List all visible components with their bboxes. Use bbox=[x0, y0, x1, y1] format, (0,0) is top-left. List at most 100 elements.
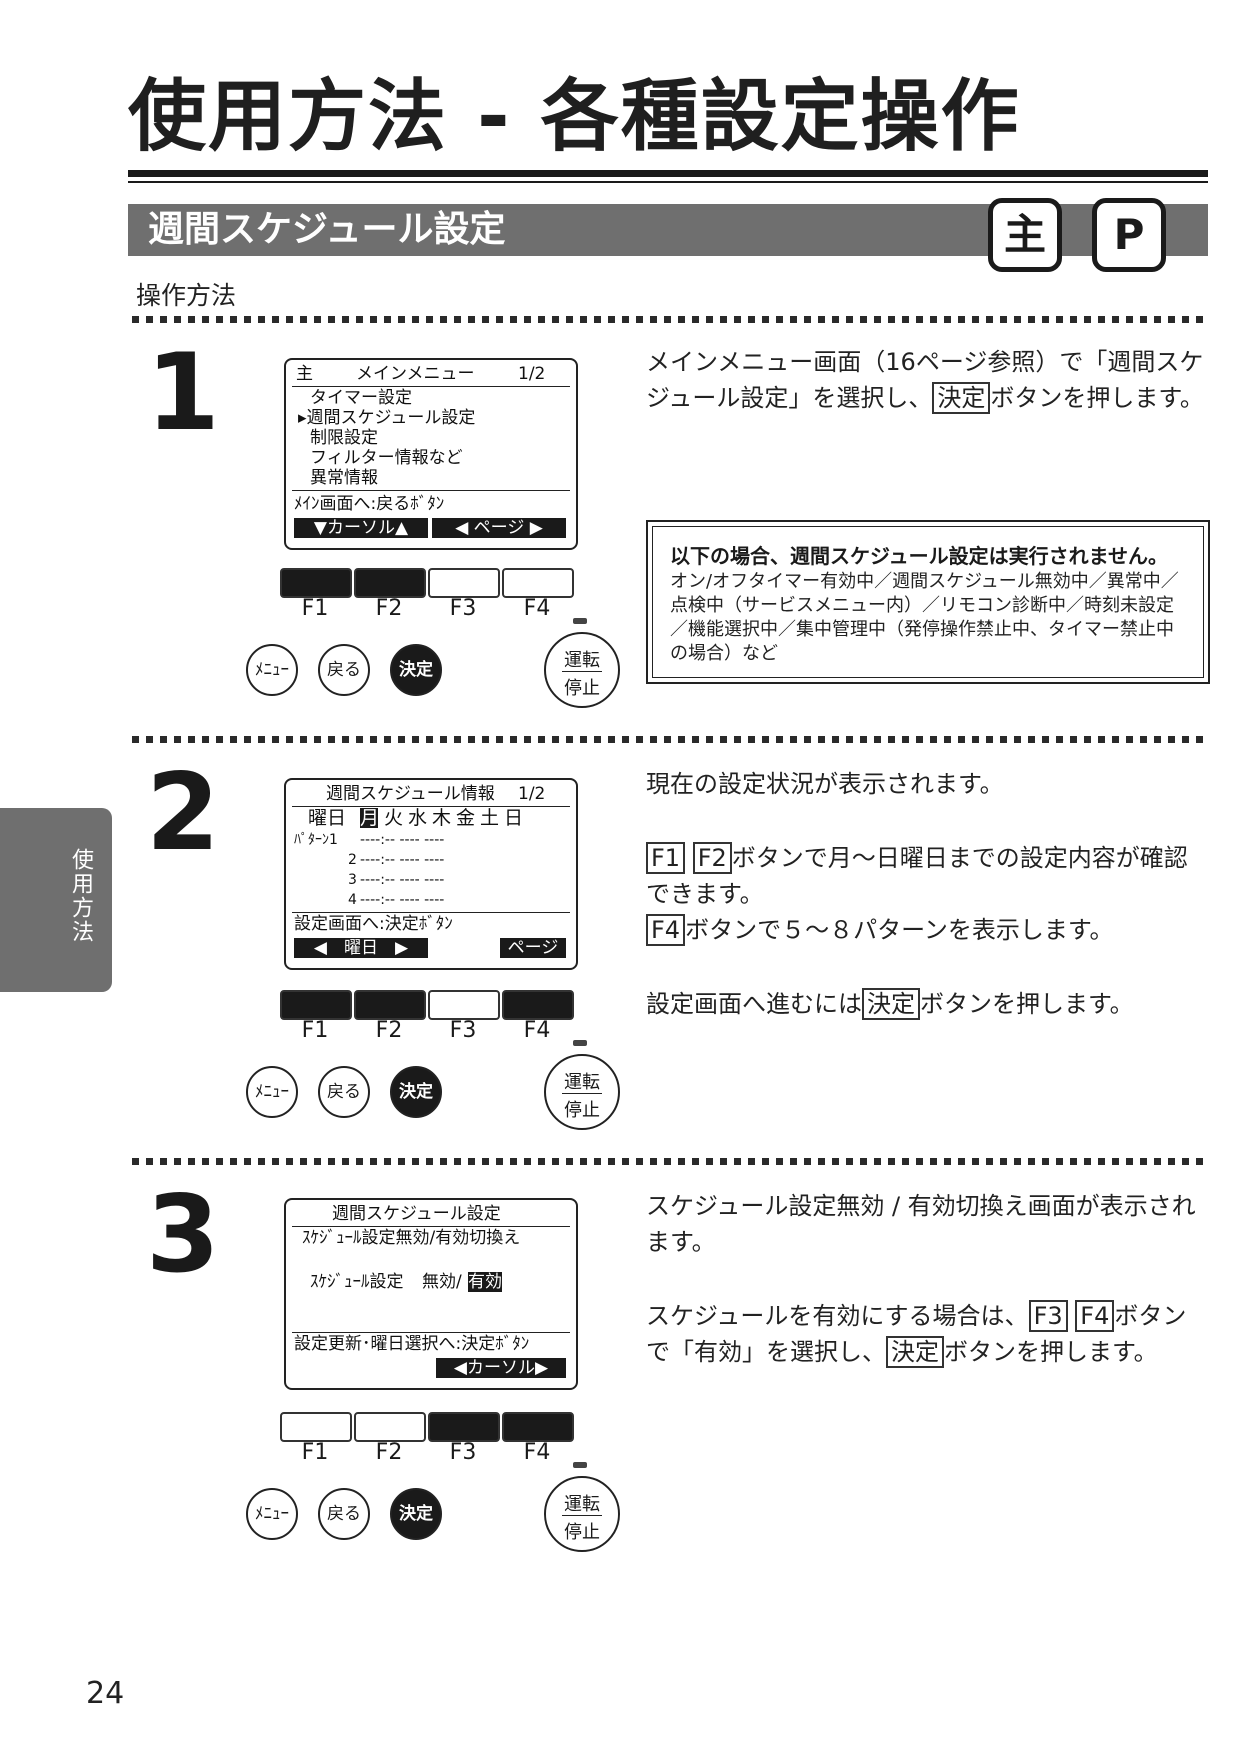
main-remote-badge: 主 bbox=[988, 198, 1062, 272]
menu-button[interactable]: ﾒﾆｭｰ bbox=[246, 1066, 298, 1118]
lcd-title: 週間スケジュール設定 bbox=[332, 1204, 501, 1224]
stop-label: 停止 bbox=[564, 1100, 600, 1121]
f4-key[interactable] bbox=[502, 568, 574, 598]
note-body: オン/オフタイマー有効中／週間スケジュール無効中／異常中／点検中（サービスメニュ… bbox=[670, 571, 1179, 664]
enter-key-ref: 決定 bbox=[932, 382, 991, 414]
f3-label: F3 bbox=[449, 1440, 477, 1465]
lcd-divider bbox=[292, 1332, 570, 1333]
lcd-menu-item: 異常情報 bbox=[310, 468, 378, 488]
lcd-pattern-label: 3 bbox=[348, 872, 357, 888]
back-button[interactable]: 戻る bbox=[318, 1488, 370, 1540]
title-rule bbox=[128, 170, 1208, 177]
f1-key-ref: F1 bbox=[646, 842, 686, 874]
f2-key[interactable] bbox=[354, 1412, 426, 1442]
menu-button[interactable]: ﾒﾆｭｰ bbox=[246, 644, 298, 696]
stop-label: 停止 bbox=[564, 678, 600, 699]
enter-button[interactable]: 決定 bbox=[390, 1066, 442, 1118]
lcd-day-label: 曜日 bbox=[308, 807, 347, 829]
lcd-page: 1/2 bbox=[518, 784, 546, 804]
note-box: 以下の場合、週間スケジュール設定は実行されません。 オン/オフタイマー有効中／週… bbox=[646, 520, 1210, 684]
lcd-hint: 設定更新･曜日選択へ:決定ﾎﾞﾀﾝ bbox=[294, 1334, 530, 1354]
lcd-divider bbox=[292, 490, 570, 491]
menu-button[interactable]: ﾒﾆｭｰ bbox=[246, 1488, 298, 1540]
f2-label: F2 bbox=[375, 1018, 403, 1043]
lcd-cursor-bar: ▼カーソル▲ bbox=[294, 518, 428, 538]
f2-label: F2 bbox=[375, 1440, 403, 1465]
f4-label: F4 bbox=[523, 596, 551, 621]
enter-key-ref: 決定 bbox=[862, 988, 920, 1020]
lcd-screen-weekly-info: 週間スケジュール情報 1/2 曜日 月 火 水 木 金 土 日 ﾊﾟﾀｰﾝ1 -… bbox=[284, 778, 578, 970]
lcd-pattern-label: 2 bbox=[348, 852, 357, 868]
lcd-subtitle: ｽｹｼﾞｭｰﾙ設定無効/有効切換え bbox=[302, 1228, 521, 1248]
f4-key[interactable] bbox=[502, 990, 574, 1020]
lcd-setting-label: ｽｹｼﾞｭｰﾙ設定 bbox=[310, 1272, 404, 1292]
run-label: 運転 bbox=[564, 650, 600, 671]
f4-label: F4 bbox=[523, 1440, 551, 1465]
f3-key[interactable] bbox=[428, 990, 500, 1020]
f1-label: F1 bbox=[301, 1440, 329, 1465]
step-number: 3 bbox=[146, 1173, 220, 1296]
lcd-header-title: メインメニュー bbox=[356, 364, 475, 384]
f4-key-ref: F4 bbox=[1075, 1300, 1115, 1332]
run-stop-button[interactable]: 運転 停止 bbox=[544, 1054, 620, 1130]
lcd-divider bbox=[292, 1226, 570, 1227]
lcd-pattern-row: ----:-- ---- ---- bbox=[360, 852, 445, 868]
enter-key-ref: 決定 bbox=[886, 1336, 944, 1368]
run-label: 運転 bbox=[564, 1072, 600, 1093]
f4-key[interactable] bbox=[502, 1412, 574, 1442]
run-label: 運転 bbox=[564, 1494, 600, 1515]
side-tab-label: 使用方法 bbox=[68, 848, 93, 944]
lcd-screen-main-menu: 主 メインメニュー 1/2 タイマー設定 ▸週間スケジュール設定 制限設定 フィ… bbox=[284, 358, 578, 550]
lcd-menu-item: 制限設定 bbox=[310, 428, 378, 448]
f1-key[interactable] bbox=[280, 990, 352, 1020]
dotted-divider bbox=[132, 736, 1208, 743]
f2-label: F2 bbox=[375, 596, 403, 621]
lcd-menu-item: フィルター情報など bbox=[310, 448, 463, 468]
run-stop-divider bbox=[562, 1515, 602, 1516]
section-title: 週間スケジュール設定 bbox=[148, 209, 506, 250]
f2-key[interactable] bbox=[354, 568, 426, 598]
lcd-day: 土 bbox=[480, 807, 500, 829]
dotted-divider bbox=[132, 1158, 1208, 1165]
step3-description-1: スケジュール設定無効 / 有効切換え画面が表示されます。 bbox=[646, 1192, 1196, 1256]
lcd-pattern-row: ----:-- ---- ---- bbox=[360, 872, 445, 888]
p-badge: P bbox=[1092, 198, 1166, 272]
lcd-pattern-row: ----:-- ---- ---- bbox=[360, 892, 445, 908]
f1-key[interactable] bbox=[280, 568, 352, 598]
lcd-header-left: 主 bbox=[296, 364, 313, 384]
f3-key-ref: F3 bbox=[1028, 1300, 1068, 1332]
f2-key-ref: F2 bbox=[692, 842, 732, 874]
page-number: 24 bbox=[86, 1676, 125, 1711]
lcd-day-bar: ◀ 曜日 ▶ bbox=[294, 938, 428, 958]
f1-key[interactable] bbox=[280, 1412, 352, 1442]
f4-key-ref: F4 bbox=[646, 914, 686, 946]
f3-key[interactable] bbox=[428, 568, 500, 598]
step-number: 2 bbox=[146, 751, 220, 874]
back-button[interactable]: 戻る bbox=[318, 1066, 370, 1118]
title-rule-thin bbox=[128, 181, 1208, 183]
enter-button[interactable]: 決定 bbox=[390, 1488, 442, 1540]
lcd-hint: 設定画面へ:決定ﾎﾞﾀﾝ bbox=[294, 914, 453, 934]
f2-key[interactable] bbox=[354, 990, 426, 1020]
page-title: 使用方法 - 各種設定操作 bbox=[128, 72, 1021, 162]
step2-description-3: 設定画面へ進むには決定ボタンを押します。 bbox=[646, 988, 1134, 1020]
lcd-day: 火 bbox=[384, 807, 404, 829]
run-stop-divider bbox=[562, 671, 602, 672]
status-led bbox=[573, 1040, 587, 1046]
f1-label: F1 bbox=[301, 596, 329, 621]
lcd-menu-item-selected: ▸週間スケジュール設定 bbox=[298, 408, 476, 428]
lcd-cursor-bar: ◀カーソル▶ bbox=[436, 1358, 566, 1378]
lcd-menu-item: タイマー設定 bbox=[310, 388, 412, 408]
enter-button[interactable]: 決定 bbox=[390, 644, 442, 696]
stop-label: 停止 bbox=[564, 1522, 600, 1543]
run-stop-button[interactable]: 運転 停止 bbox=[544, 1476, 620, 1552]
back-button[interactable]: 戻る bbox=[318, 644, 370, 696]
run-stop-button[interactable]: 運転 停止 bbox=[544, 632, 620, 708]
step-number: 1 bbox=[146, 331, 220, 454]
side-tab bbox=[0, 808, 112, 992]
lcd-screen-schedule-toggle: 週間スケジュール設定 ｽｹｼﾞｭｰﾙ設定無効/有効切換え ｽｹｼﾞｭｰﾙ設定 無… bbox=[284, 1198, 578, 1390]
f3-key[interactable] bbox=[428, 1412, 500, 1442]
note-title: 以下の場合、週間スケジュール設定は実行されません。 bbox=[670, 544, 1168, 568]
